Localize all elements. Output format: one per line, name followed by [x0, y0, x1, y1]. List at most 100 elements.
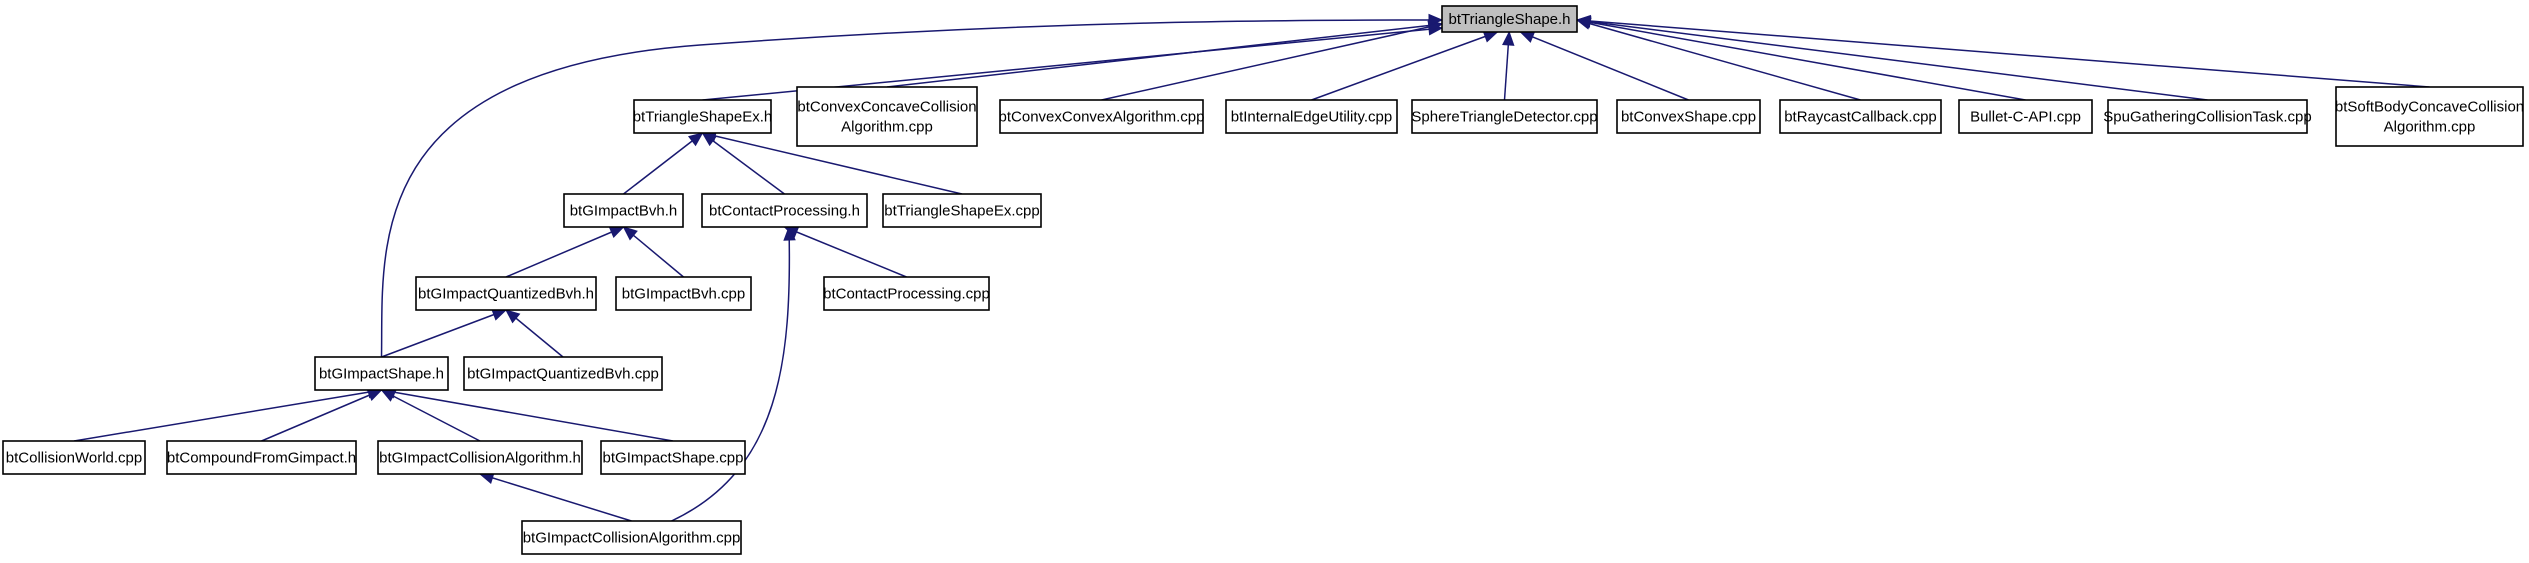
edge-arrowhead	[1482, 30, 1499, 43]
node-label: btConvexShape.cpp	[1621, 109, 1756, 126]
node-box[interactable]	[377, 440, 583, 475]
node-box[interactable]	[633, 99, 772, 134]
edge-btConvexConcaveCollisionAlgorithm_cpp-to-btTriangleShape_h	[886, 23, 1443, 88]
node-btGImpactQuantizedBvh_h[interactable]: btGImpactQuantizedBvh.h	[415, 276, 597, 311]
node-label: btContactProcessing.cpp	[823, 286, 990, 303]
node-btInternalEdgeUtility_cpp[interactable]: btInternalEdgeUtility.cpp	[1225, 99, 1398, 134]
node-btRaycastCallback_cpp[interactable]: btRaycastCallback.cpp	[1779, 99, 1942, 134]
node-btContactProcessing_h[interactable]: btContactProcessing.h	[701, 193, 868, 228]
edge-btContactProcessing_h-to-btTriangleShapeEx_h	[702, 132, 785, 195]
node-Bullet_C_API_cpp[interactable]: Bullet-C-API.cpp	[1958, 99, 2093, 134]
node-box[interactable]	[796, 86, 978, 147]
node-box[interactable]	[2, 440, 146, 475]
node-SphereTriangleDetector_cpp[interactable]: SphereTriangleDetector.cpp	[1411, 99, 1598, 134]
node-box[interactable]	[415, 276, 597, 311]
edge-arrowhead	[366, 389, 383, 402]
edge-arrowhead	[783, 225, 796, 241]
node-label: btTriangleShape.h	[1448, 11, 1570, 28]
node-box[interactable]	[463, 356, 663, 391]
node-btContactProcessing_cpp[interactable]: btContactProcessing.cpp	[823, 276, 990, 311]
node-btTriangleShape_h[interactable]: btTriangleShape.h	[1441, 5, 1578, 33]
node-box[interactable]	[1441, 5, 1578, 33]
node-box[interactable]	[701, 193, 868, 228]
edge-btGImpactCollisionAlgorithm_cpp-to-btGImpactCollisionAlgorithm_h	[479, 473, 632, 522]
node-btCollisionWorld_cpp[interactable]: btCollisionWorld.cpp	[2, 440, 146, 475]
node-label: SpuGatheringCollisionTask.cpp	[2103, 109, 2311, 126]
node-btCompoundFromGimpact_h[interactable]: btCompoundFromGimpact.h	[166, 440, 357, 475]
node-label: btCollisionWorld.cpp	[6, 450, 142, 467]
edge-arrowhead	[1575, 14, 1591, 28]
node-btGImpactShape_cpp[interactable]: btGImpactShape.cpp	[600, 440, 746, 475]
edge-btGImpactShape_h-to-btGImpactQuantizedBvh_h	[381, 309, 507, 358]
edge-btTriangleShapeEx_cpp-to-btTriangleShapeEx_h	[702, 132, 963, 195]
node-label: btTriangleShapeEx.cpp	[884, 203, 1039, 220]
edge-SpuGatheringCollisionTask_cpp-to-btTriangleShape_h	[1576, 19, 2208, 101]
node-btGImpactQuantizedBvh_cpp[interactable]: btGImpactQuantizedBvh.cpp	[463, 356, 663, 391]
node-box[interactable]	[615, 276, 752, 311]
node-btGImpactCollisionAlgorithm_cpp[interactable]: btGImpactCollisionAlgorithm.cpp	[521, 520, 742, 555]
node-box[interactable]	[1616, 99, 1761, 134]
node-btTriangleShapeEx_cpp[interactable]: btTriangleShapeEx.cpp	[882, 193, 1042, 228]
node-label: btConvexConvexAlgorithm.cpp	[999, 109, 1205, 126]
edge-btInternalEdgeUtility_cpp-to-btTriangleShape_h	[1311, 31, 1498, 101]
node-label: btSoftBodyConcaveCollision	[2335, 99, 2524, 116]
node-box[interactable]	[1958, 99, 2093, 134]
node-box[interactable]	[166, 440, 357, 475]
edge-arrowhead	[1428, 13, 1444, 27]
node-label: btInternalEdgeUtility.cpp	[1231, 109, 1392, 126]
node-label: btGImpactBvh.h	[570, 203, 678, 220]
node-label: Algorithm.cpp	[841, 119, 933, 136]
node-label: btGImpactCollisionAlgorithm.cpp	[523, 530, 741, 547]
node-label: SphereTriangleDetector.cpp	[1411, 109, 1597, 126]
node-label: btGImpactQuantizedBvh.cpp	[467, 366, 659, 383]
node-box[interactable]	[2107, 99, 2308, 134]
node-box[interactable]	[2335, 86, 2524, 147]
node-label: btContactProcessing.h	[709, 203, 860, 220]
edge-btGImpactQuantizedBvh_h-to-btGImpactBvh_h	[505, 226, 624, 278]
edge-arrowhead	[687, 132, 704, 147]
node-label: btGImpactShape.h	[319, 366, 444, 383]
edge-arrowhead	[622, 226, 638, 241]
node-box[interactable]	[1411, 99, 1598, 134]
node-btGImpactBvh_cpp[interactable]: btGImpactBvh.cpp	[615, 276, 752, 311]
node-box[interactable]	[882, 193, 1042, 228]
nodes-layer: btTriangleShape.h btTriangleShapeEx.h btCo…	[2, 5, 2524, 555]
node-label: btConvexConcaveCollision	[797, 99, 976, 116]
edge-btGImpactShape_cpp-to-btGImpactShape_h	[381, 389, 674, 442]
edge-Bullet_C_API_cpp-to-btTriangleShape_h	[1576, 19, 2026, 101]
edge-btCompoundFromGimpact_h-to-btGImpactShape_h	[261, 389, 382, 442]
edge-btContactProcessing_cpp-to-btContactProcessing_h	[784, 226, 907, 278]
node-SpuGatheringCollisionTask_cpp[interactable]: SpuGatheringCollisionTask.cpp	[2103, 99, 2312, 134]
edge-btGImpactShape_h-to-btTriangleShape_h	[380, 19, 1443, 358]
node-btConvexShape_cpp[interactable]: btConvexShape.cpp	[1616, 99, 1761, 134]
edge-arrowhead	[1502, 30, 1515, 46]
node-box[interactable]	[1225, 99, 1398, 134]
node-btTriangleShapeEx_h[interactable]: btTriangleShapeEx.h	[633, 99, 773, 134]
node-label: Algorithm.cpp	[2384, 119, 2476, 136]
node-btGImpactShape_h[interactable]: btGImpactShape.h	[314, 356, 449, 391]
node-label: btGImpactCollisionAlgorithm.h	[379, 450, 581, 467]
node-btConvexConvexAlgorithm_cpp[interactable]: btConvexConvexAlgorithm.cpp	[999, 99, 1205, 134]
edge-btGImpactCollisionAlgorithm_cpp-to-btContactProcessing_h	[671, 226, 791, 522]
node-box[interactable]	[1779, 99, 1942, 134]
node-box[interactable]	[823, 276, 990, 311]
edge-arrowhead	[1519, 31, 1536, 43]
edge-arrowhead	[505, 309, 521, 324]
node-box[interactable]	[600, 440, 746, 475]
edge-btGImpactCollisionAlgorithm_h-to-btGImpactShape_h	[381, 389, 481, 442]
node-box[interactable]	[314, 356, 449, 391]
edge-btConvexShape_cpp-to-btTriangleShape_h	[1520, 31, 1689, 101]
node-btGImpactBvh_h[interactable]: btGImpactBvh.h	[563, 193, 684, 228]
node-btGImpactCollisionAlgorithm_h[interactable]: btGImpactCollisionAlgorithm.h	[377, 440, 583, 475]
node-box[interactable]	[521, 520, 742, 555]
edge-btGImpactBvh_h-to-btTriangleShapeEx_h	[623, 132, 703, 195]
edge-btRaycastCallback_cpp-to-btTriangleShape_h	[1576, 19, 1861, 101]
edge-arrowhead	[608, 226, 625, 239]
node-label: btRaycastCallback.cpp	[1784, 109, 1937, 126]
node-box[interactable]	[563, 193, 684, 228]
node-box[interactable]	[999, 99, 1204, 134]
node-label: btCompoundFromGimpact.h	[167, 450, 356, 467]
